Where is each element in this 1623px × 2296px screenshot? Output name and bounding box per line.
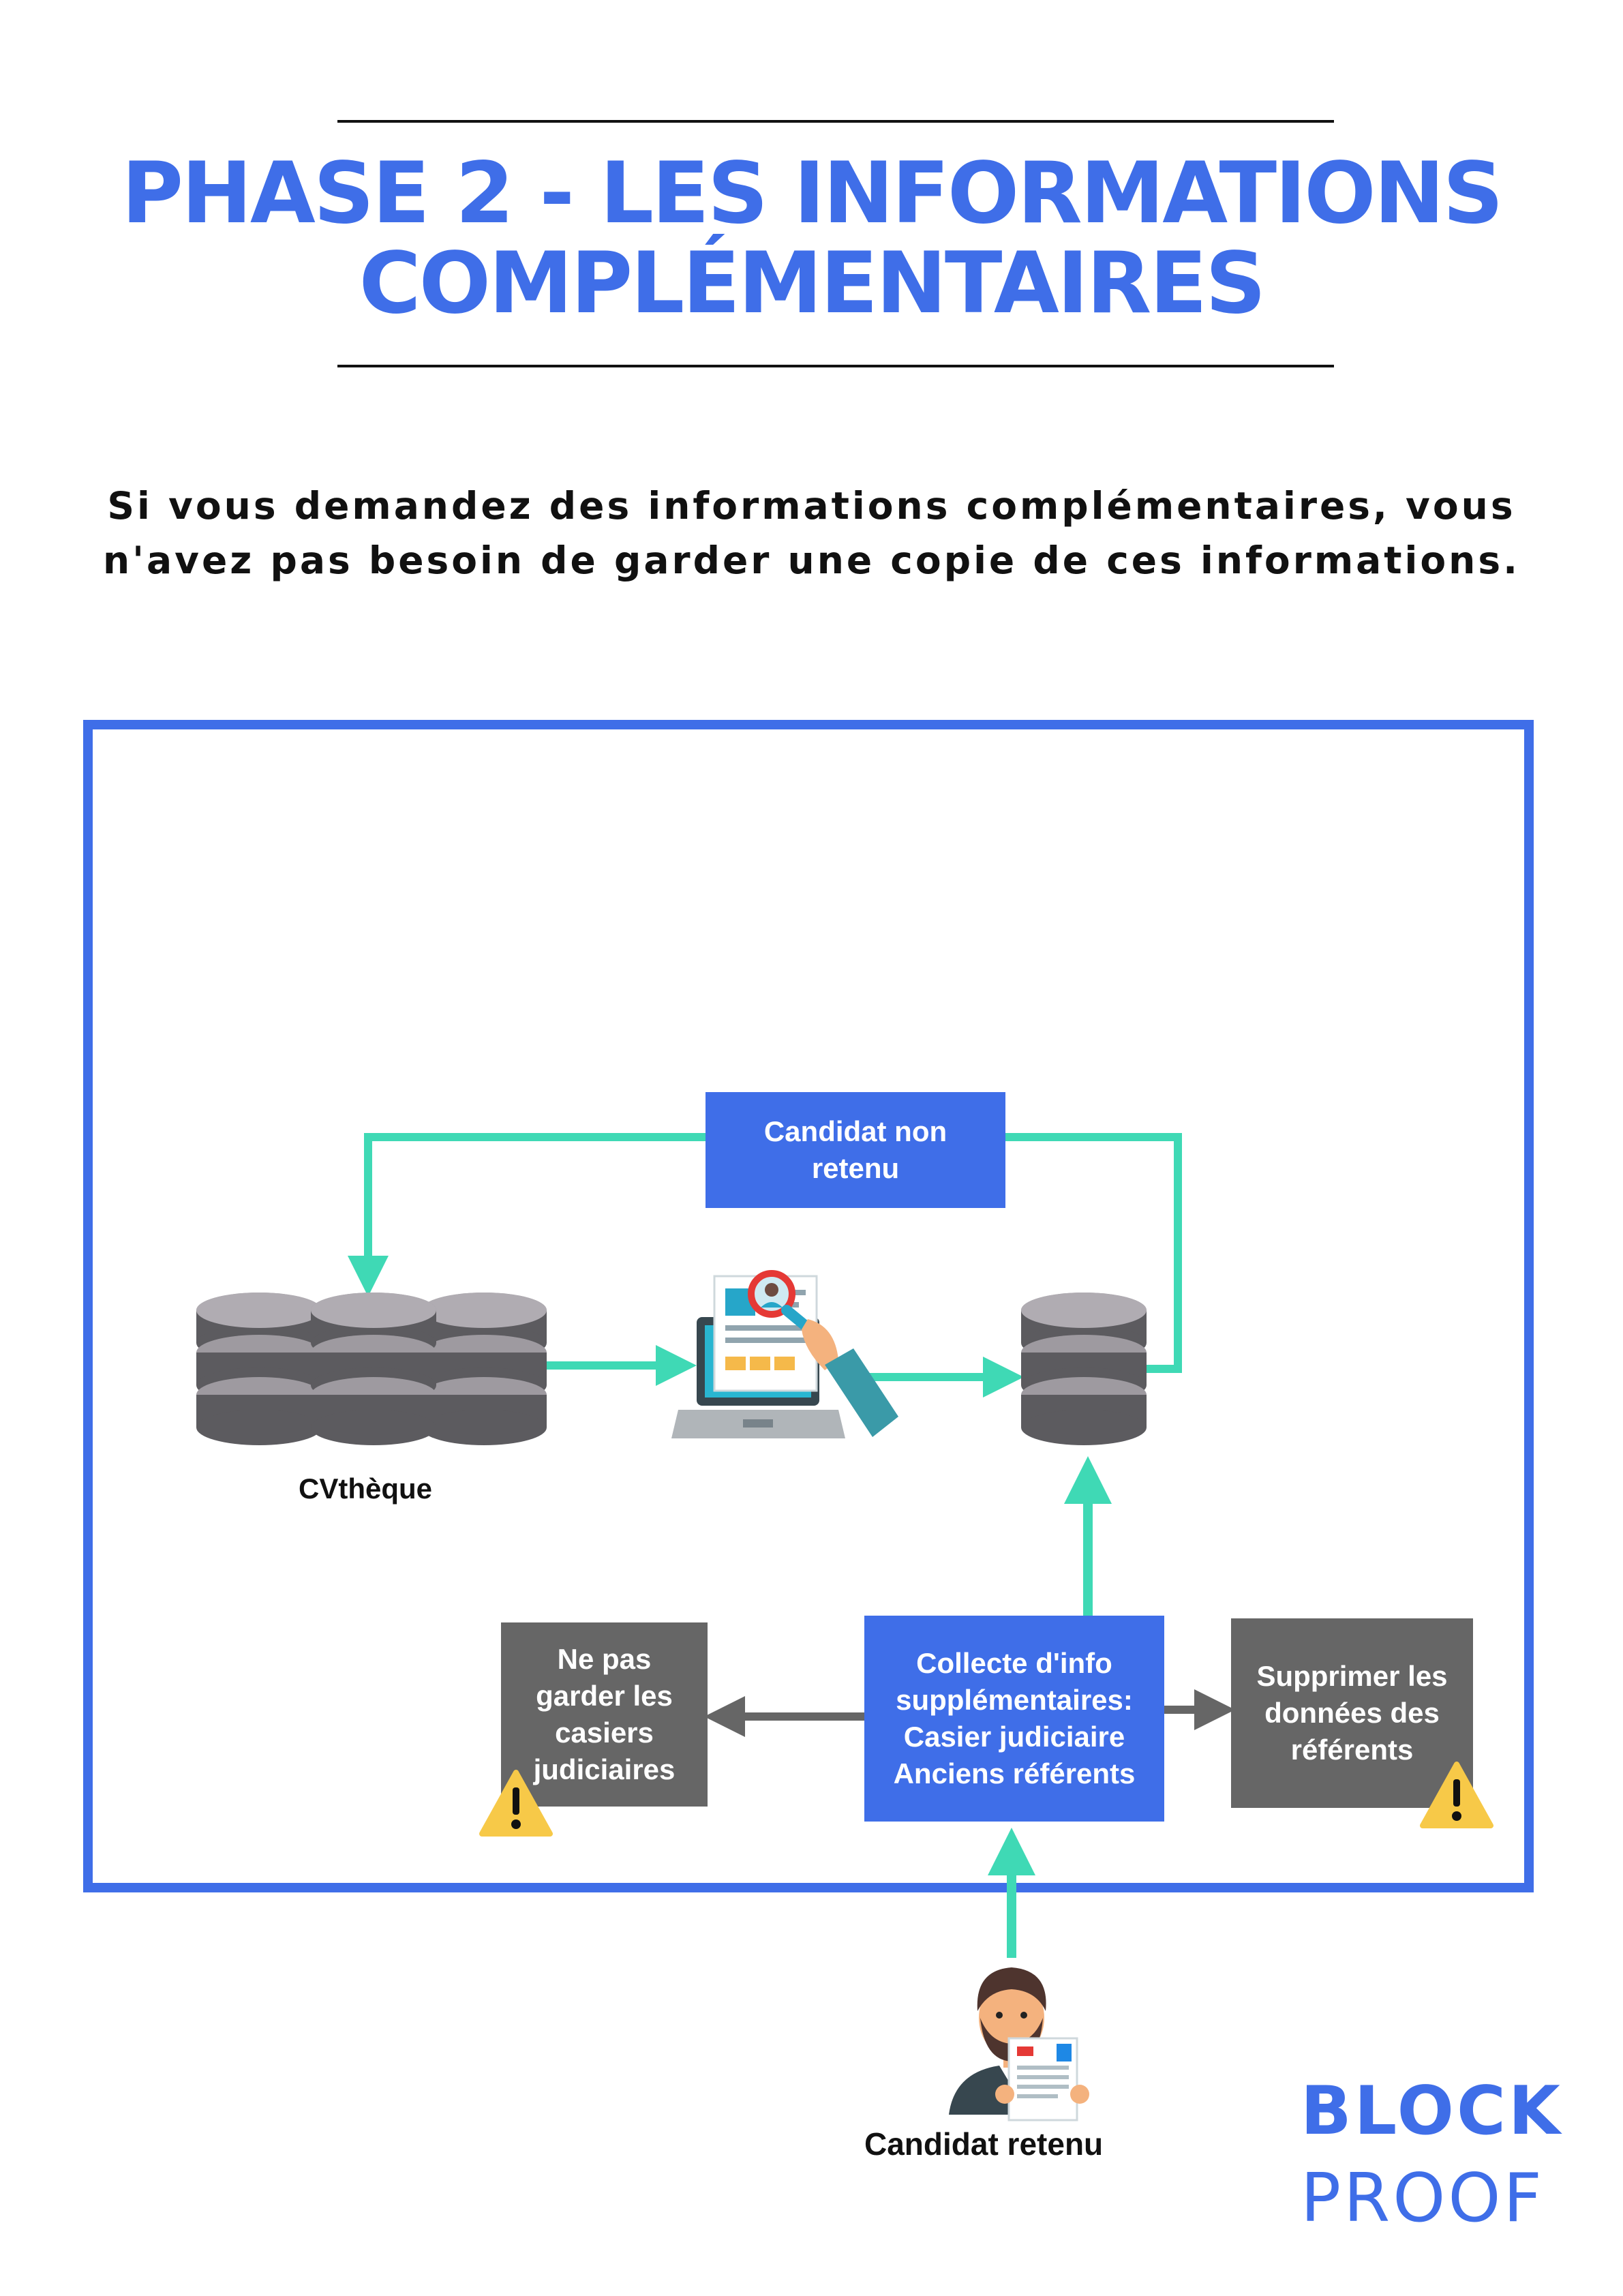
candidate-retained-label: Candidat retenu: [864, 2126, 1104, 2162]
title-bottom-rule: [337, 365, 1334, 367]
logo-bottom-text: PROOF: [1301, 2160, 1545, 2237]
warning-icon: [479, 1770, 553, 1837]
no-keep-records-label: Ne pas garder les casiers judiciaires: [533, 1643, 676, 1785]
title-top-rule: [337, 120, 1334, 123]
rejected-candidate-label: Candidat non retenu: [763, 1115, 947, 1184]
loop-arrow-left: [348, 1133, 706, 1297]
collect-info-box: Collecte d'info supplémentaires: Casier …: [864, 1616, 1164, 1822]
warning-icon: [1420, 1762, 1493, 1828]
diagram-frame: [83, 720, 1534, 1892]
page-title-line-2: COMPLÉMENTAIRES: [359, 235, 1266, 333]
collect-info-label: Collecte d'info supplémentaires: Casier …: [893, 1647, 1136, 1789]
delete-referents-label: Supprimer les données des référents: [1256, 1660, 1448, 1766]
intro-line-1: Si vous demandez des informations complé…: [107, 484, 1516, 528]
intro-text: Si vous demandez des informations complé…: [0, 479, 1623, 588]
loop-arrow-right: [1005, 1133, 1182, 1373]
cvtheque-label: CVthèque: [299, 1472, 433, 1505]
page-title: PHASE 2 - LES INFORMATIONS COMPLÉMENTAIR…: [0, 149, 1623, 329]
no-keep-records-box: Ne pas garder les casiers judiciaires: [501, 1622, 708, 1807]
intro-line-2: n'avez pas besoin de garder une copie de…: [103, 539, 1520, 582]
logo-top-text: BLOCK: [1301, 2072, 1563, 2150]
rejected-candidate-box: Candidat non retenu: [706, 1092, 1005, 1208]
page-title-line-1: PHASE 2 - LES INFORMATIONS: [121, 145, 1504, 243]
delete-referents-box: Supprimer les données des référents: [1231, 1618, 1473, 1808]
